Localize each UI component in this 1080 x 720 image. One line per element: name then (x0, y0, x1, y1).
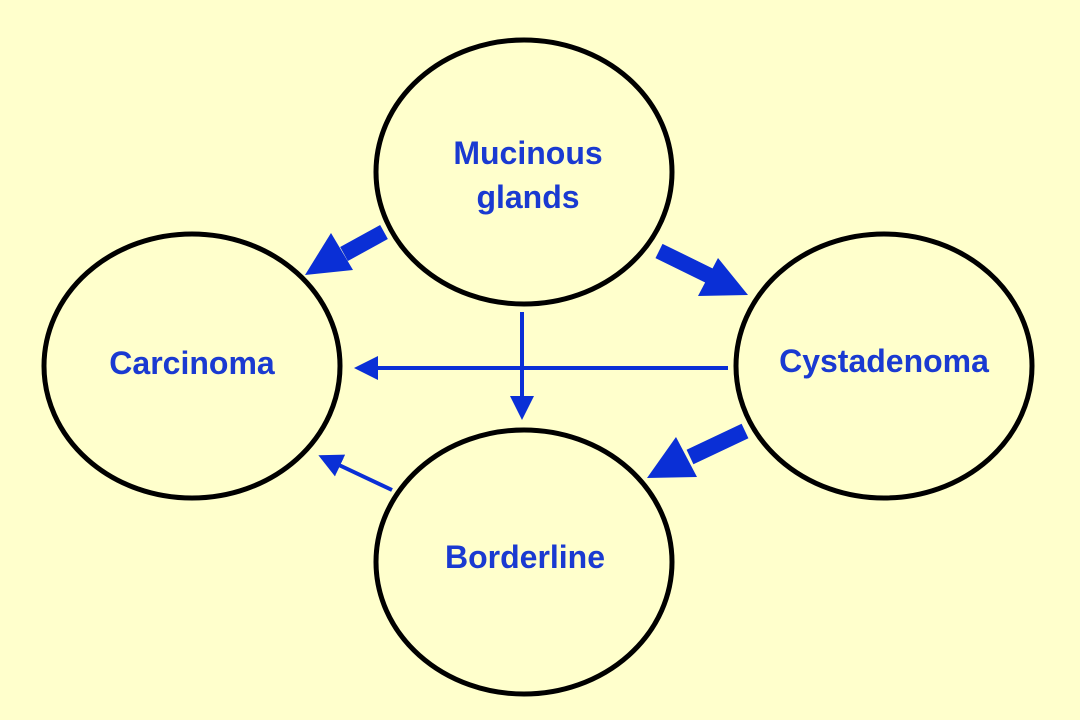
node-borderline (373, 427, 675, 697)
edge-borderline-to-carcinoma (318, 454, 393, 492)
node-mucinous-glands (373, 37, 675, 307)
node-carcinoma (41, 231, 343, 501)
mucinous-label-line2: glands (476, 179, 579, 215)
mucinous-label-line1: Mucinous (453, 135, 602, 171)
edge-mucinous-to-carcinoma (305, 224, 388, 275)
cystadenoma-label: Cystadenoma (779, 343, 989, 379)
carcinoma-label: Carcinoma (109, 345, 275, 381)
borderline-label: Borderline (445, 539, 605, 575)
edge-mucinous-to-cystadenoma (655, 243, 748, 296)
node-cystadenoma (733, 231, 1035, 501)
edge-cystadenoma-to-borderline (647, 423, 749, 478)
